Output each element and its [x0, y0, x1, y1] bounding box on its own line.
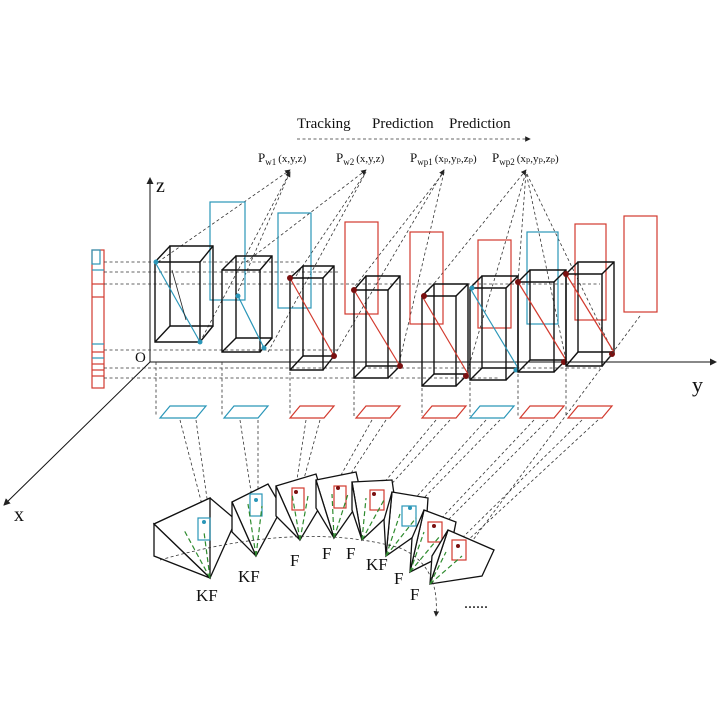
origin-label: O: [135, 350, 146, 366]
camera-trajectory: [159, 536, 440, 617]
bbox-2: [221, 255, 273, 353]
x-axis-label: x: [14, 504, 24, 526]
frame-label-5: F: [346, 544, 355, 563]
projection-rays: [157, 169, 613, 377]
camera-rays: [179, 315, 641, 545]
point-label-pw1: Pw1(x,y,z): [258, 150, 307, 167]
bbox-6: [469, 275, 519, 381]
phase-label-prediction-1: Prediction: [372, 116, 434, 132]
frame-label-1: KF: [196, 586, 218, 605]
camera-frusta: [152, 471, 495, 617]
frame-label-7: F: [394, 569, 403, 588]
point-label-pwp1: Pwp1(xₚ,yₚ,zₚ): [410, 150, 477, 167]
point-labels: Pw1(x,y,z) Pw2(x,y,z) Pwp1(xₚ,yₚ,zₚ) Pwp…: [258, 150, 559, 167]
z-axis-label: z: [156, 175, 165, 197]
y-axis-label: y: [692, 372, 703, 397]
camera-frame-6: [383, 491, 429, 558]
continuation-ellipsis: ......: [464, 595, 488, 612]
camera-frame-1: [152, 496, 237, 580]
bbox-7: [515, 269, 567, 373]
bbox-5: [421, 283, 469, 387]
frame-label-3: F: [290, 551, 299, 570]
frame-label-8: F: [410, 585, 419, 604]
profile-strip: [91, 249, 600, 389]
coordinate-axes: z y x O: [3, 175, 717, 526]
frame-label-4: F: [322, 544, 331, 563]
bbox-8: [563, 261, 615, 367]
ground-footprints: [155, 362, 614, 419]
point-label-pwp2: Pwp2(xₚ,yₚ,zₚ): [492, 150, 559, 167]
x-axis: [3, 361, 151, 506]
bbox-1: [153, 245, 214, 345]
phase-labels: Tracking Prediction Prediction: [297, 116, 531, 142]
bbox-4: [351, 275, 403, 379]
camera-frame-2: [231, 483, 283, 558]
point-label-pw2: Pw2(x,y,z): [336, 150, 385, 167]
bbox-3: [287, 265, 337, 371]
frame-label-2: KF: [238, 567, 260, 586]
frame-labels: KF KF F F F KF F F ......: [196, 544, 488, 612]
bounding-boxes: [153, 245, 615, 387]
frame-label-6: KF: [366, 555, 388, 574]
camera-frame-8: [429, 529, 495, 585]
phase-label-prediction-2: Prediction: [449, 116, 511, 132]
camera-frame-7: [409, 509, 457, 574]
phase-label-tracking: Tracking: [297, 116, 351, 132]
